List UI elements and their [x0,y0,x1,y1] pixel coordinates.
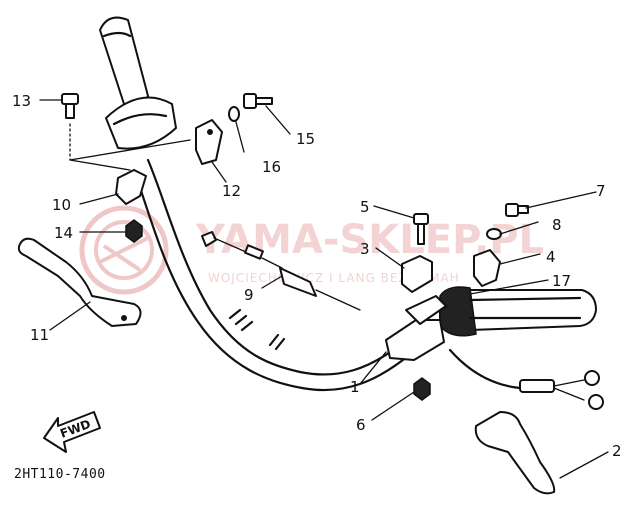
part-3-switch-half [401,255,433,293]
part-4-switch-half [473,249,501,287]
callout-1: 1 [350,378,360,396]
callout-3: 3 [360,240,370,258]
leader-lines [39,99,609,479]
callout-7: 7 [596,182,606,200]
callout-16: 16 [262,158,281,176]
part-1-housing [385,295,447,361]
watermark-subtitle: WOJCIECHOWICZ I LANG BEZ YAMAH [208,271,460,285]
part-6-nut [413,377,431,401]
callout-12: 12 [222,182,241,200]
callout-9: 9 [244,286,254,304]
part-2-lever [474,411,556,495]
callout-13: 13 [12,92,31,110]
callout-5: 5 [360,198,370,216]
part-13-bolt [61,93,79,161]
callout-15: 15 [296,130,315,148]
part-14-nut [125,219,143,243]
callout-8: 8 [552,216,562,234]
part-15-screw [243,93,273,109]
callout-17: 17 [552,272,571,290]
handlebar [132,158,410,392]
left-grip [99,16,177,150]
part-9-switch [201,231,361,311]
part-7-screw [505,203,529,217]
watermark-logo [79,205,169,295]
part-17-throttle-grip [439,286,597,337]
callout-6: 6 [356,416,366,434]
part-11-lever [17,237,142,327]
part-16-washer [228,106,240,122]
diagram-code: 2HT110-7400 [14,467,106,482]
part-12-holder [195,119,223,165]
part-5-screw [413,213,429,245]
fwd-arrow: FWD [43,411,101,453]
callout-4: 4 [546,248,556,266]
callouts: 13 15 16 12 10 14 11 9 5 3 7 8 4 17 1 6 … [12,92,622,460]
part-8-washer [486,228,502,240]
callout-2: 2 [612,442,622,460]
callout-11: 11 [30,326,49,344]
callout-10: 10 [52,196,71,214]
part-10-bracket [69,139,191,205]
wiring [448,348,604,410]
callout-14: 14 [54,224,73,242]
